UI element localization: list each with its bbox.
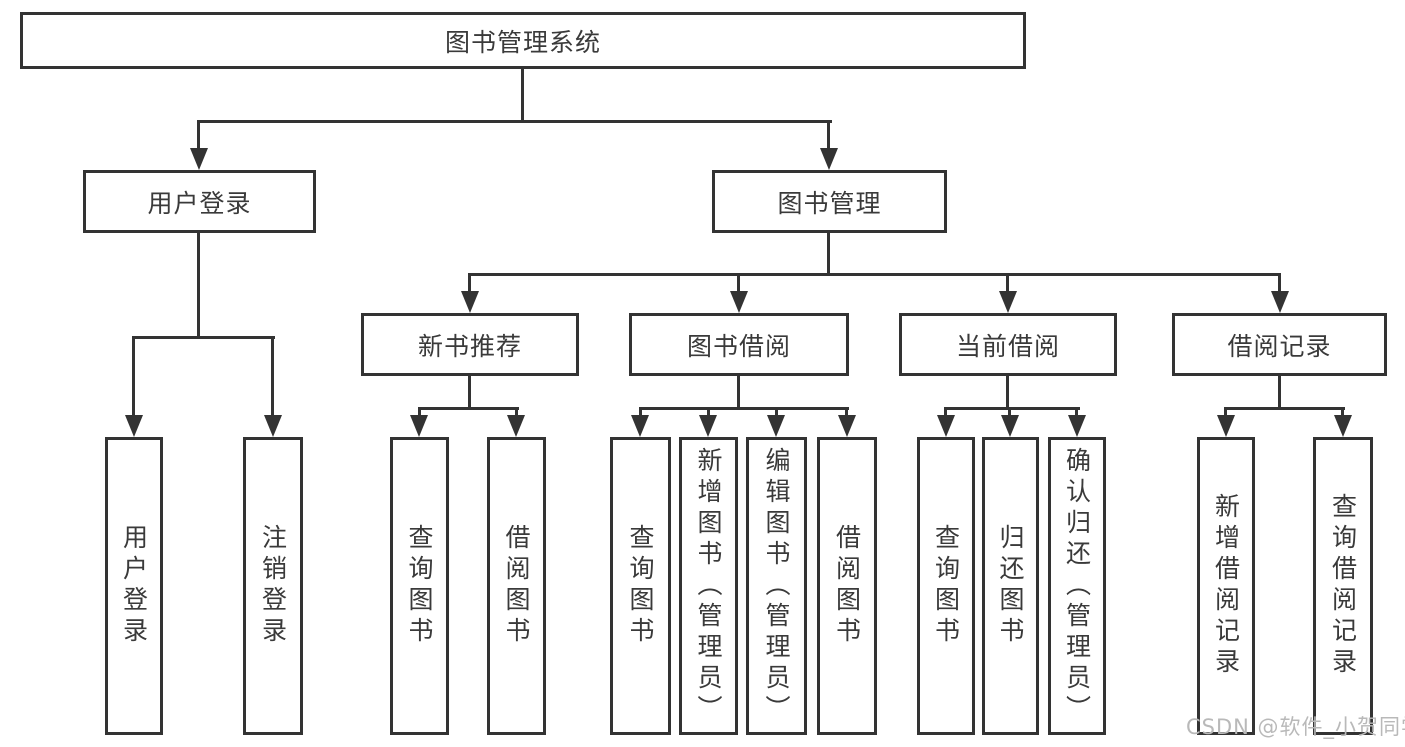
connector-bookmgmt-drop-3 (1006, 273, 1009, 293)
connector-userlogin-drop-2 (271, 336, 274, 418)
leaf-logout-label: 注销登录 (258, 524, 288, 648)
connector-bookmgmt-drop-4 (1278, 273, 1281, 293)
connector-sec1-stem (468, 376, 471, 407)
leaf-add-borrow-record: 新增借阅记录 (1197, 437, 1255, 735)
leaf-confirm-return-admin-label: 确认归还（管理员） (1062, 446, 1092, 726)
node-user-login: 用户登录 (83, 170, 316, 233)
node-root-label: 图书管理系统 (444, 27, 601, 57)
arrow-down-icon (820, 148, 838, 170)
node-book-management: 图书管理 (712, 170, 947, 233)
connector-sec3-drop-3 (1075, 407, 1078, 417)
leaf-query-books-recommend-label: 查询图书 (405, 524, 434, 648)
node-current-borrow-label: 当前借阅 (955, 331, 1060, 361)
leaf-return-book-label: 归还图书 (996, 524, 1025, 648)
leaf-edit-book-admin-label: 编辑图书（管理员） (762, 446, 791, 726)
arrow-down-icon (1001, 415, 1019, 437)
arrow-down-icon (730, 291, 748, 313)
arrow-down-icon (838, 415, 856, 437)
leaf-query-borrow-record-label: 查询借阅记录 (1328, 493, 1358, 679)
connector-sec2-drop-2 (707, 407, 710, 417)
connector-sec3-drop-2 (1008, 407, 1011, 417)
connector-bookmgmt-stem (827, 233, 830, 273)
connector-sec1-drop-1 (418, 407, 421, 417)
leaf-query-books-borrow: 查询图书 (610, 437, 671, 735)
connector-bookmgmt-rail (468, 273, 1281, 276)
connector-userlogin-stem (197, 233, 200, 336)
connector-root-drop-right (827, 120, 830, 150)
arrow-down-icon (767, 415, 785, 437)
arrow-down-icon (937, 415, 955, 437)
connector-sec4-drop-2 (1341, 407, 1344, 417)
arrow-down-icon (461, 291, 479, 313)
connector-root-drop-left (197, 120, 200, 150)
connector-sec2-drop-1 (639, 407, 642, 417)
node-user-login-label: 用户登录 (147, 188, 252, 218)
leaf-return-book: 归还图书 (982, 437, 1039, 735)
connector-sec2-rail (639, 407, 849, 410)
leaf-add-book-admin-label: 新增图书（管理员） (694, 446, 723, 726)
connector-sec4-stem (1278, 376, 1281, 407)
connector-sec3-drop-1 (944, 407, 947, 417)
node-new-book-recommend: 新书推荐 (361, 313, 579, 376)
leaf-query-borrow-record: 查询借阅记录 (1313, 437, 1373, 735)
leaf-user-login: 用户登录 (105, 437, 163, 735)
node-book-management-label: 图书管理 (777, 188, 882, 218)
leaf-logout: 注销登录 (243, 437, 303, 735)
connector-userlogin-rail (132, 336, 275, 339)
connector-sec1-drop-2 (515, 407, 518, 417)
node-borrow-records-label: 借阅记录 (1227, 331, 1332, 361)
connector-sec1-rail (418, 407, 519, 410)
arrow-down-icon (1271, 291, 1289, 313)
connector-sec4-drop-1 (1224, 407, 1227, 417)
leaf-add-borrow-record-label: 新增借阅记录 (1211, 493, 1241, 679)
leaf-query-books-borrow-label: 查询图书 (626, 524, 655, 648)
node-book-borrow: 图书借阅 (629, 313, 849, 376)
node-root: 图书管理系统 (20, 12, 1026, 69)
leaf-borrow-books-recommend: 借阅图书 (487, 437, 546, 735)
leaf-borrow-books-label: 借阅图书 (832, 524, 862, 648)
node-borrow-records: 借阅记录 (1172, 313, 1387, 376)
arrow-down-icon (699, 415, 717, 437)
node-book-borrow-label: 图书借阅 (686, 331, 791, 361)
leaf-query-books-current-label: 查询图书 (931, 524, 961, 648)
connector-userlogin-drop-1 (132, 336, 135, 418)
arrow-down-icon (1217, 415, 1235, 437)
connector-sec4-rail (1224, 407, 1345, 410)
watermark: CSDN @软件_小贺同学 (1186, 715, 1405, 739)
leaf-query-books-current: 查询图书 (917, 437, 975, 735)
node-current-borrow: 当前借阅 (899, 313, 1117, 376)
leaf-borrow-books: 借阅图书 (817, 437, 877, 735)
node-new-book-recommend-label: 新书推荐 (417, 331, 522, 361)
arrow-down-icon (264, 415, 282, 437)
arrow-down-icon (507, 415, 525, 437)
leaf-add-book-admin: 新增图书（管理员） (679, 437, 738, 735)
connector-sec2-stem (737, 376, 740, 407)
connector-sec2-drop-3 (775, 407, 778, 417)
leaf-user-login-label: 用户登录 (119, 524, 149, 648)
arrow-down-icon (125, 415, 143, 437)
connector-sec3-rail (944, 407, 1080, 410)
arrow-down-icon (190, 148, 208, 170)
arrow-down-icon (999, 291, 1017, 313)
connector-sec2-drop-4 (845, 407, 848, 417)
arrow-down-icon (1068, 415, 1086, 437)
leaf-edit-book-admin: 编辑图书（管理员） (746, 437, 807, 735)
arrow-down-icon (1334, 415, 1352, 437)
leaf-borrow-books-recommend-label: 借阅图书 (502, 524, 531, 648)
connector-sec3-stem (1006, 376, 1009, 407)
connector-bookmgmt-drop-2 (737, 273, 740, 293)
leaf-confirm-return-admin: 确认归还（管理员） (1048, 437, 1106, 735)
connector-bookmgmt-drop-1 (468, 273, 471, 293)
arrow-down-icon (631, 415, 649, 437)
leaf-query-books-recommend: 查询图书 (390, 437, 449, 735)
connector-root-stem (521, 69, 524, 120)
connector-root-rail (197, 120, 832, 123)
arrow-down-icon (410, 415, 428, 437)
